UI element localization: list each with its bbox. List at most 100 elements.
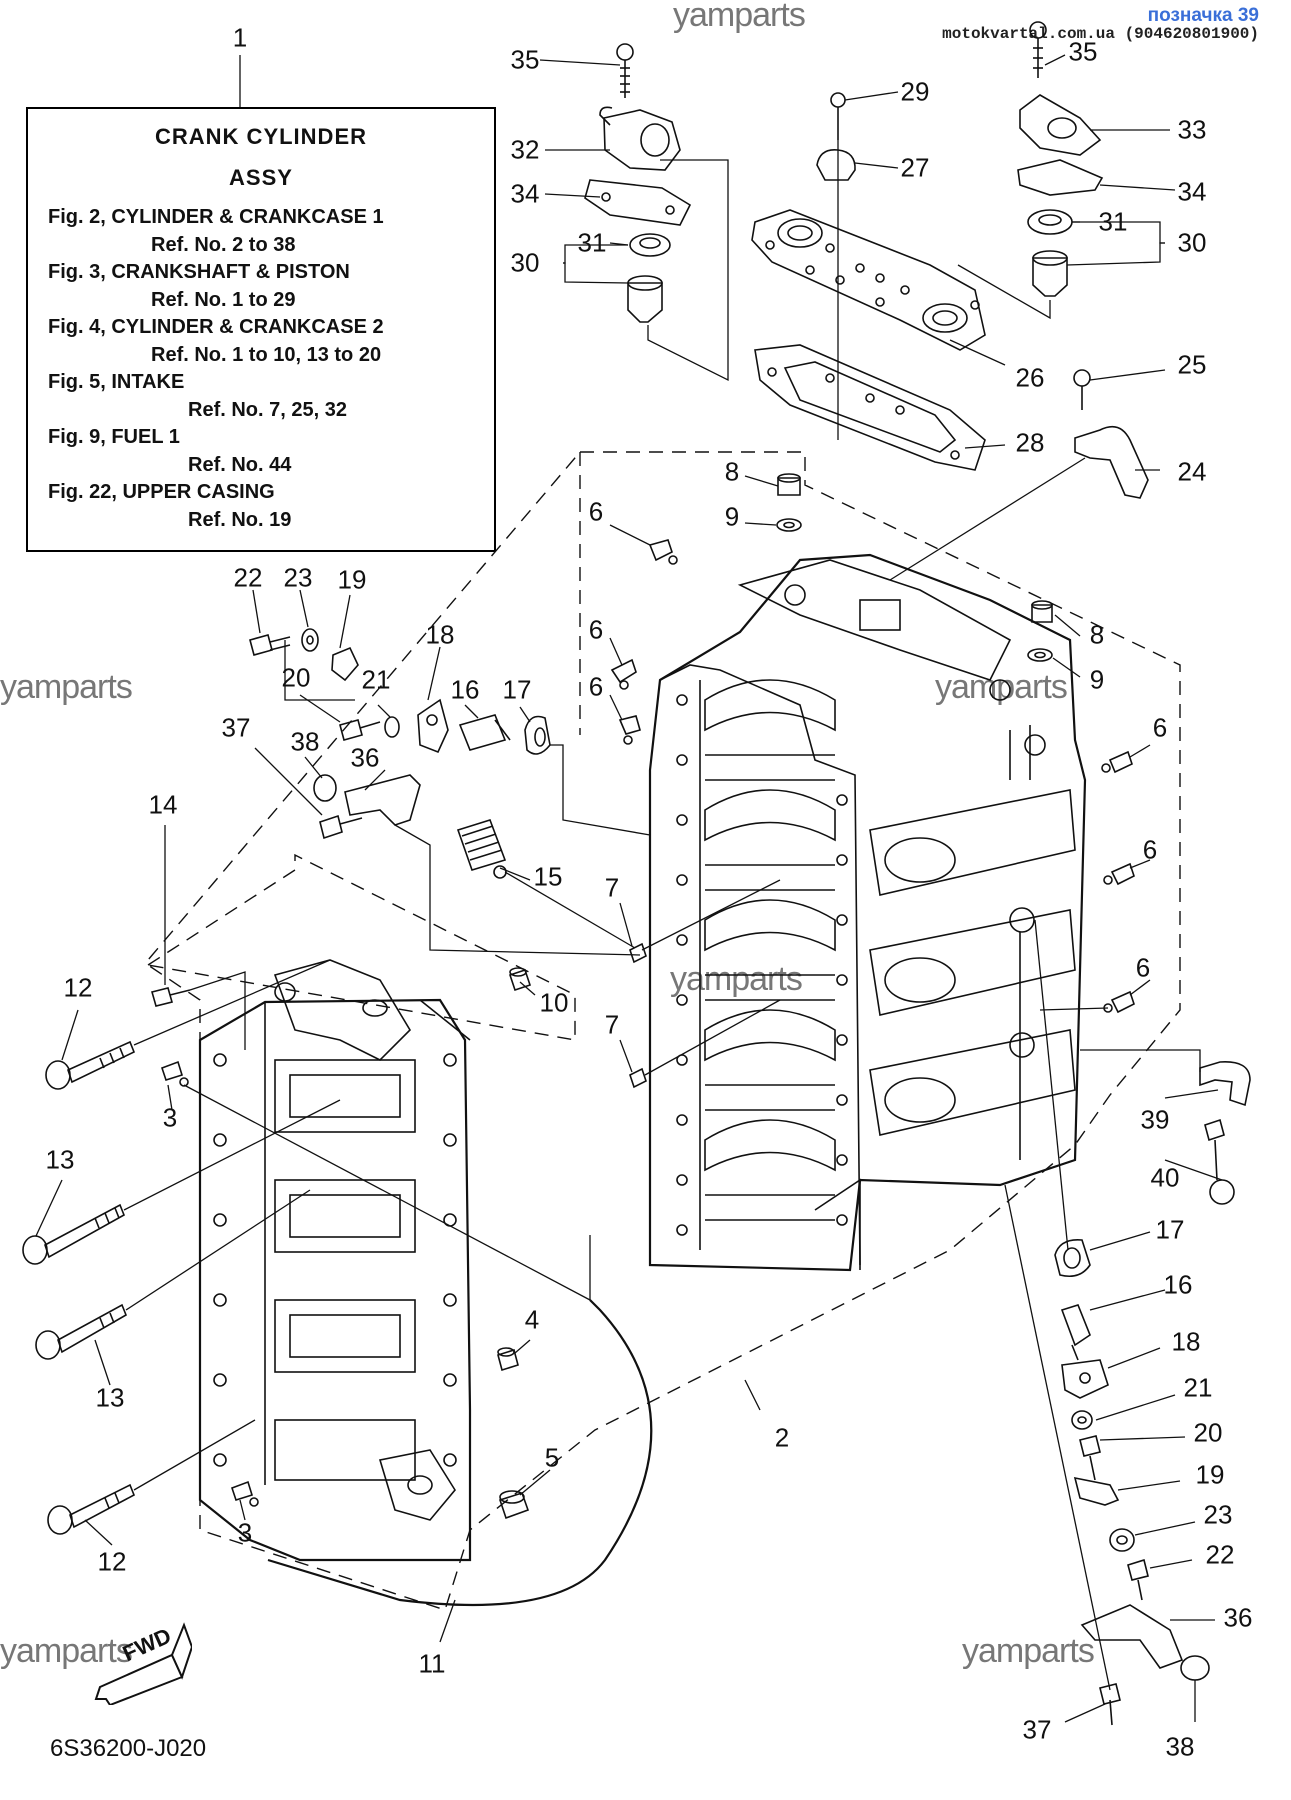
callout-20[interactable]: 20 [1193,1417,1223,1448]
callout-18[interactable]: 18 [425,619,455,650]
callout-10[interactable]: 10 [539,987,569,1018]
bolt-12-bottom [47,1483,136,1535]
callout-6[interactable]: 6 [588,671,604,702]
callout-23[interactable]: 23 [283,562,313,593]
info-ref: Ref. No. 1 to 29 [151,289,296,311]
callout-9[interactable]: 9 [724,501,740,532]
callout-6[interactable]: 6 [1142,834,1158,865]
callout-7[interactable]: 7 [604,1009,620,1040]
callout-15[interactable]: 15 [533,861,563,892]
watermark-yamparts: yamparts [673,0,806,34]
callout-17[interactable]: 17 [502,674,532,705]
callout-4[interactable]: 4 [524,1304,540,1335]
info-subtitle: ASSY [229,165,293,190]
callout-31[interactable]: 31 [577,227,607,258]
callout-13[interactable]: 13 [95,1382,125,1413]
callout-30[interactable]: 30 [510,247,540,278]
callout-18[interactable]: 18 [1171,1326,1201,1357]
drawing-code: 6S36200-J020 [50,1735,207,1762]
callout-2[interactable]: 2 [774,1422,790,1453]
callout-34[interactable]: 34 [510,178,540,209]
callout-25[interactable]: 25 [1177,349,1207,380]
callout-34[interactable]: 34 [1177,176,1207,207]
info-fig: Fig. 2, CYLINDER & CRANKCASE 1 [48,206,384,228]
callout-35[interactable]: 35 [1068,36,1098,67]
callout-36[interactable]: 36 [350,742,380,773]
bolt-12-top [45,1040,136,1090]
callout-22[interactable]: 22 [1205,1539,1235,1570]
callout-12[interactable]: 12 [97,1546,127,1577]
callout-38[interactable]: 38 [290,726,320,757]
bolt-13-bottom [35,1303,128,1360]
callout-38[interactable]: 38 [1165,1731,1195,1762]
callout-35[interactable]: 35 [510,44,540,75]
callout-24[interactable]: 24 [1177,456,1207,487]
callout-40[interactable]: 40 [1150,1162,1180,1193]
bolt-13-top [22,1203,126,1265]
callout-21[interactable]: 21 [1183,1372,1213,1403]
info-ref: Ref. No. 1 to 10, 13 to 20 [151,344,382,366]
callout-17[interactable]: 17 [1155,1214,1185,1245]
info-fig: Fig. 5, INTAKE [48,371,185,393]
callout-22[interactable]: 22 [233,562,263,593]
callout-6[interactable]: 6 [588,614,604,645]
info-ref: Ref. No. 19 [188,509,292,531]
callout-31[interactable]: 31 [1098,206,1128,237]
info-fig: Fig. 22, UPPER CASING [48,481,275,503]
callout-16[interactable]: 16 [450,674,480,705]
callout-21[interactable]: 21 [361,664,391,695]
callout-7[interactable]: 7 [604,872,620,903]
catalog-stamp: позначка 39 motokvartal.com.ua (90462080… [942,5,1259,43]
info-fig: Fig. 9, FUEL 1 [48,426,180,448]
callout-29[interactable]: 29 [900,76,930,107]
callout-12[interactable]: 12 [63,972,93,1003]
crankcase-half [198,959,472,1562]
callout-26[interactable]: 26 [1015,362,1045,393]
callout-33[interactable]: 33 [1177,114,1207,145]
callout-23[interactable]: 23 [1203,1499,1233,1530]
watermark-yamparts: yamparts [670,960,803,998]
info-fig: Fig. 4, CYLINDER & CRANKCASE 2 [48,316,384,338]
callout-32[interactable]: 32 [510,134,540,165]
info-ref: Ref. No. 44 [188,454,292,476]
callout-19[interactable]: 19 [337,564,367,595]
callout-13[interactable]: 13 [45,1144,75,1175]
callout-1[interactable]: 1 [232,22,248,53]
callout-9[interactable]: 9 [1089,664,1105,695]
fwd-arrow-icon [94,1622,192,1705]
callout-6[interactable]: 6 [1135,952,1151,983]
callout-27[interactable]: 27 [900,152,930,183]
callout-19[interactable]: 19 [1195,1459,1225,1490]
callout-11[interactable]: 11 [418,1648,446,1679]
callout-39[interactable]: 39 [1140,1104,1170,1135]
callout-30[interactable]: 30 [1177,227,1207,258]
stamp-site: motokvartal.com.ua (904620801900) [942,25,1259,43]
info-fig: Fig. 3, CRANKSHAFT & PISTON [48,261,350,283]
stamp-label: позначка 39 [1147,5,1259,26]
callout-36[interactable]: 36 [1223,1602,1253,1633]
callout-8[interactable]: 8 [1089,619,1105,650]
callout-5[interactable]: 5 [544,1442,560,1473]
callout-28[interactable]: 28 [1015,427,1045,458]
callout-6[interactable]: 6 [1152,712,1168,743]
assembly-info-box: CRANK CYLINDER ASSY Fig. 2, CYLINDER & C… [26,107,496,552]
callout-20[interactable]: 20 [281,662,311,693]
spring-15 [456,819,507,879]
cylinder-block [648,553,1087,1272]
watermark-yamparts: yamparts [962,1632,1095,1670]
watermark-yamparts: yamparts [0,668,133,706]
callout-3[interactable]: 3 [237,1517,253,1548]
info-ref: Ref. No. 7, 25, 32 [188,399,347,421]
callout-6[interactable]: 6 [588,496,604,527]
callout-14[interactable]: 14 [148,789,178,820]
callout-3[interactable]: 3 [162,1102,178,1133]
callout-8[interactable]: 8 [724,456,740,487]
callout-37[interactable]: 37 [221,712,251,743]
callout-37[interactable]: 37 [1022,1714,1052,1745]
watermark-yamparts: yamparts [0,1632,133,1670]
info-ref: Ref. No. 2 to 38 [151,234,296,256]
bolt-35 [616,43,634,98]
callout-16[interactable]: 16 [1163,1269,1193,1300]
info-title: CRANK CYLINDER [155,124,367,149]
